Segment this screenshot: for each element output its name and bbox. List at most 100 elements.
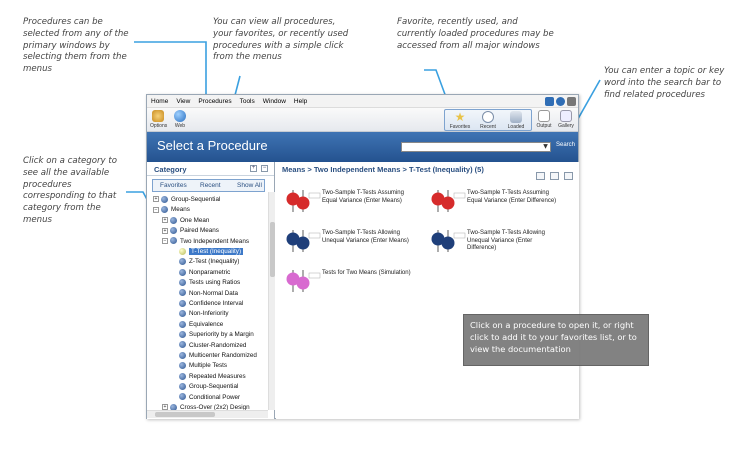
tree-item[interactable]: Non-Inferiority (171, 309, 229, 319)
category-icon (170, 216, 177, 224)
annotation-procedure-callout: Click on a procedure to open it, or righ… (463, 314, 649, 366)
category-icon (170, 237, 177, 245)
detail-view-icon[interactable] (564, 172, 573, 180)
category-icon (179, 268, 186, 276)
menu-tools[interactable]: Tools (239, 98, 255, 105)
procedure-icon[interactable] (429, 228, 467, 254)
scroll-thumb[interactable] (155, 412, 215, 417)
help-icon[interactable] (556, 97, 565, 106)
scroll-thumb[interactable] (270, 222, 275, 277)
output-button[interactable]: Output (535, 110, 553, 129)
category-icon (179, 383, 186, 391)
procedure-item[interactable]: Two-Sample T-Tests Assuming Equal Varian… (467, 190, 557, 204)
menu-view[interactable]: View (176, 98, 191, 105)
search-button[interactable]: Search (556, 142, 576, 148)
menu-bar: Home View Procedures Tools Window Help (147, 95, 578, 108)
tree-item-label: Means (171, 206, 190, 214)
procedure-item[interactable]: Tests for Two Means (Simulation) (322, 270, 411, 276)
globe-icon (174, 110, 186, 122)
tree-item[interactable]: Multiple Tests (171, 361, 227, 371)
loaded-icon (510, 111, 522, 123)
tree-item[interactable]: Repeated Measures (171, 372, 246, 382)
settings-icon[interactable] (567, 97, 576, 106)
app-window: Home View Procedures Tools Window Help Option… (146, 94, 579, 419)
category-icon (179, 289, 186, 297)
tab-favorites[interactable]: Favorites (160, 182, 187, 189)
tree-item[interactable]: T-Test (Inequality) (171, 247, 244, 257)
tree-item[interactable]: Cluster-Randomized (171, 341, 246, 351)
menu-help[interactable]: Help (293, 98, 308, 105)
list-view-icon[interactable] (536, 172, 545, 180)
category-icon (179, 258, 186, 266)
tree-item-label: Multicenter Randomized (189, 352, 257, 359)
expand-icon[interactable]: + (162, 227, 168, 234)
expand-all-icon[interactable]: + (250, 165, 257, 172)
tree-item[interactable]: +Paired Means (162, 226, 219, 236)
tree-item[interactable]: Confidence Interval (171, 299, 243, 309)
tree-item-label: Group-Sequential (171, 196, 221, 203)
tree-item[interactable]: − Means (153, 205, 190, 215)
window-icon[interactable] (545, 97, 554, 106)
tree-item[interactable]: Nonparametric (171, 268, 230, 278)
tree-item[interactable]: +One Mean (162, 216, 209, 226)
tree-item[interactable]: Group-Sequential (171, 382, 238, 392)
gallery-button[interactable]: Gallery (557, 110, 575, 129)
web-button[interactable]: Web (173, 110, 187, 129)
category-icon (179, 320, 186, 328)
tree-item-label: Z-Test (Inequality) (189, 258, 240, 266)
annotation-search: You can enter a topic or key word into t… (604, 66, 725, 100)
annotation-favorites: Favorite, recently used, and currently l… (397, 17, 554, 51)
category-icon (179, 372, 186, 380)
star-icon: ★ (454, 110, 466, 124)
menu-procedures[interactable]: Procedures (198, 98, 232, 105)
procedure-item[interactable]: Two-Sample T-Tests Allowing Unequal Vari… (322, 230, 409, 244)
procedure-item[interactable]: Two-Sample T-Tests Assuming Equal Varian… (322, 190, 404, 204)
category-panel: Category + − Favorites Recent Show All +… (147, 162, 275, 419)
procedure-icon[interactable] (284, 228, 322, 254)
vertical-scrollbar[interactable] (268, 192, 275, 410)
category-icon (170, 227, 177, 235)
annotation-tabs: You can view all procedures, your favori… (213, 17, 349, 63)
view-mode-icons (531, 165, 573, 184)
tree-item[interactable]: Z-Test (Inequality) (171, 257, 239, 267)
tree-item[interactable]: −Two Independent Means (162, 237, 249, 247)
tree-item[interactable]: Multicenter Randomized (171, 351, 257, 361)
loaded-button[interactable]: Loaded (505, 111, 527, 130)
tab-show-all[interactable]: Show All (237, 182, 262, 189)
collapse-all-icon[interactable]: − (261, 165, 268, 172)
grid-view-icon[interactable] (550, 172, 559, 180)
recent-button[interactable]: Recent (478, 111, 498, 130)
favorites-button[interactable]: ★ Favorites (449, 110, 471, 130)
procedure-item[interactable]: Two-Sample T-Tests Allowing Unequal Vari… (467, 230, 545, 251)
menu-home[interactable]: Home (151, 98, 169, 105)
menu-window[interactable]: Window (262, 98, 286, 105)
tree-item[interactable]: Tests using Ratios (171, 278, 240, 288)
collapse-icon[interactable]: − (162, 237, 168, 244)
expand-icon[interactable]: + (153, 196, 159, 203)
tab-recent[interactable]: Recent (200, 182, 221, 189)
expand-icon[interactable]: + (162, 404, 168, 411)
horizontal-scrollbar[interactable] (147, 410, 268, 418)
tree-item[interactable]: +Cross-Over (2x2) Design (162, 403, 250, 413)
category-icon (179, 341, 186, 349)
tree-item[interactable]: Conditional Power (171, 393, 240, 403)
procedure-header: Select a Procedure ▼ Search (147, 132, 578, 162)
procedure-icon[interactable] (429, 188, 467, 214)
category-icon (179, 279, 186, 287)
collapse-icon[interactable]: − (153, 206, 159, 213)
tree-item-label: T-Test (Inequality) (189, 248, 244, 255)
tree-item-label: Tests using Ratios (189, 279, 241, 287)
tree-item[interactable]: Superiority by a Margin (171, 330, 254, 340)
tree-item[interactable]: Non-Normal Data (171, 289, 238, 299)
expand-icon[interactable]: + (162, 217, 168, 224)
chevron-down-icon[interactable]: ▼ (543, 143, 548, 150)
options-button[interactable]: Options (150, 110, 167, 129)
search-input[interactable]: ▼ (401, 142, 551, 152)
tree-item[interactable]: Equivalence (171, 320, 223, 330)
tree-item-label: Non-Normal Data (189, 289, 238, 297)
procedure-icon[interactable] (284, 268, 322, 294)
favorites-recent-loaded-group: ★ Favorites Recent Loaded (444, 109, 532, 131)
tree-item[interactable]: + Group-Sequential (153, 195, 220, 205)
category-icon (179, 351, 186, 359)
procedure-icon[interactable] (284, 188, 322, 214)
